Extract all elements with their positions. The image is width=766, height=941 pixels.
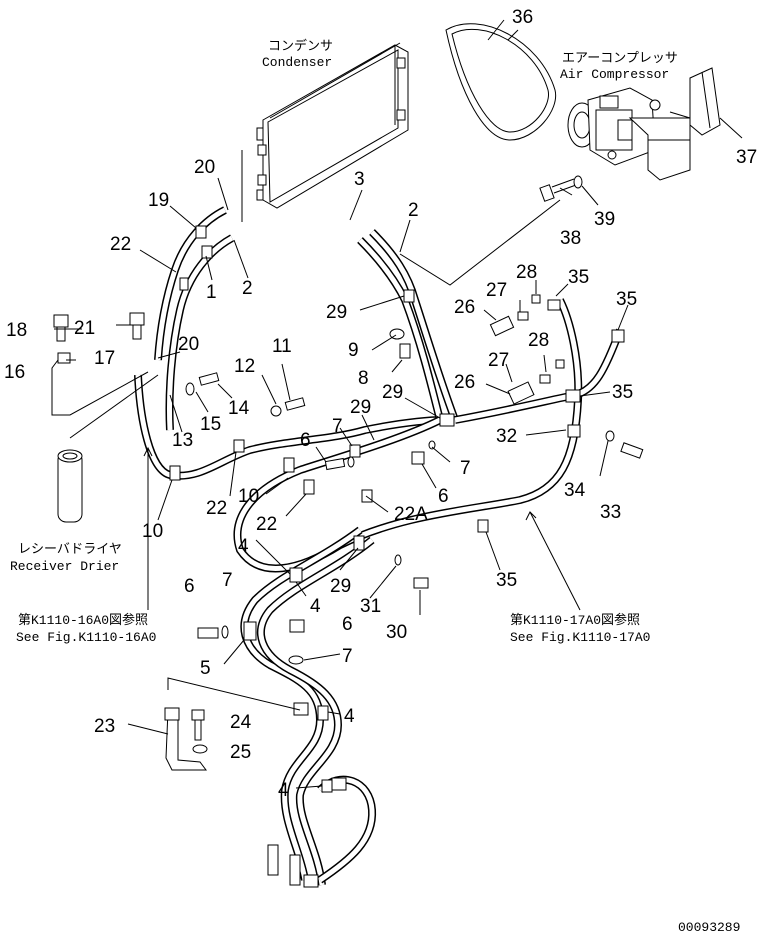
callout-36: 36 xyxy=(512,7,533,28)
callout-22b: 22 xyxy=(206,498,227,519)
callout-32: 32 xyxy=(496,426,517,447)
hose-group xyxy=(134,206,624,888)
callout-39: 39 xyxy=(594,209,615,230)
fitting-16 xyxy=(51,352,71,380)
callout-2: 2 xyxy=(242,278,253,299)
text-labels: コンデンサ Condenser エアーコンプレッサ Air Compressor… xyxy=(10,38,740,935)
condenser xyxy=(256,42,409,209)
callout-28b: 28 xyxy=(528,330,549,351)
callout-1: 1 xyxy=(206,282,217,303)
callout-37: 37 xyxy=(736,147,757,168)
callout-29: 29 xyxy=(326,302,347,323)
callout-23: 23 xyxy=(94,716,115,737)
air-compressor xyxy=(567,67,721,181)
callout-29c: 29 xyxy=(350,397,371,418)
callout-10: 10 xyxy=(238,486,259,507)
callout-22A: 22A xyxy=(394,504,428,525)
callout-27: 27 xyxy=(486,280,507,301)
washer-39 xyxy=(573,175,583,189)
callout-35c: 35 xyxy=(612,382,633,403)
ref-a-label-jp: 第K1110-16A0図参照 xyxy=(18,612,148,628)
callout-29b: 29 xyxy=(382,382,403,403)
compressor-label-jp: エアーコンプレッサ xyxy=(562,51,678,66)
callout-35d: 35 xyxy=(496,570,517,591)
callout-4c: 4 xyxy=(344,706,355,727)
callout-3: 3 xyxy=(354,169,365,190)
receiver-drier xyxy=(57,449,83,523)
callout-13: 13 xyxy=(172,430,193,451)
condenser-label-jp: コンデンサ xyxy=(268,38,333,54)
callout-4d: 4 xyxy=(278,780,289,801)
callout-6c: 6 xyxy=(184,576,195,597)
callout-17: 17 xyxy=(94,348,115,369)
callout-16: 16 xyxy=(4,362,25,383)
callout-34: 34 xyxy=(564,480,586,501)
callout-22c: 22 xyxy=(256,514,277,535)
callout-33: 33 xyxy=(600,502,621,523)
callout-6d: 6 xyxy=(342,614,353,635)
condenser-label-en: Condenser xyxy=(262,55,332,70)
callout-27b: 27 xyxy=(488,350,509,371)
bolt-18 xyxy=(53,314,69,342)
callout-5: 5 xyxy=(200,658,211,679)
callout-21: 21 xyxy=(74,318,95,339)
ref-a-label-en: See Fig.K1110-16A0 xyxy=(16,630,156,645)
callout-6b: 6 xyxy=(438,486,449,507)
leader-lines xyxy=(51,19,743,789)
callout-38: 38 xyxy=(560,228,581,249)
callout-18: 18 xyxy=(6,320,27,341)
callout-2b: 2 xyxy=(408,200,419,221)
clamps xyxy=(169,225,625,793)
callout-24: 24 xyxy=(230,712,252,733)
callout-20: 20 xyxy=(194,157,215,178)
callout-4b: 4 xyxy=(310,596,321,617)
callout-numbers: 36 37 38 39 20 19 22 1 2 3 2 28 35 27 26… xyxy=(4,7,757,801)
callout-35b: 35 xyxy=(616,289,637,310)
callout-6: 6 xyxy=(300,430,311,451)
ref-b-label-jp: 第K1110-17A0図参照 xyxy=(510,612,640,628)
callout-35: 35 xyxy=(568,267,589,288)
callout-31: 31 xyxy=(360,596,381,617)
callout-29d: 29 xyxy=(330,576,351,597)
callout-19: 19 xyxy=(148,190,169,211)
callout-4: 4 xyxy=(238,536,249,557)
drier-label-en: Receiver Drier xyxy=(10,559,119,574)
callout-9: 9 xyxy=(348,340,359,361)
drive-belt xyxy=(445,23,557,141)
callout-26b: 26 xyxy=(454,372,475,393)
callout-8: 8 xyxy=(358,368,369,389)
callout-26: 26 xyxy=(454,297,475,318)
callout-22: 22 xyxy=(110,234,131,255)
callout-30: 30 xyxy=(386,622,407,643)
compressor-label-en: Air Compressor xyxy=(560,67,669,82)
callout-7d: 7 xyxy=(342,646,353,667)
callout-14: 14 xyxy=(228,398,250,419)
hardware xyxy=(129,294,644,771)
callout-12: 12 xyxy=(234,356,255,377)
drawing-number: 00093289 xyxy=(678,920,740,935)
callout-25: 25 xyxy=(230,742,251,763)
callout-15: 15 xyxy=(200,414,221,435)
callout-7: 7 xyxy=(332,416,343,437)
drier-label-jp: レシーバドライヤ xyxy=(18,542,122,557)
callout-7c: 7 xyxy=(222,570,233,591)
ref-b-label-en: See Fig.K1110-17A0 xyxy=(510,630,650,645)
callout-10b: 10 xyxy=(142,521,163,542)
callout-20b: 20 xyxy=(178,334,199,355)
callout-7b: 7 xyxy=(460,458,471,479)
callout-28: 28 xyxy=(516,262,537,283)
callout-11: 11 xyxy=(272,336,292,357)
bolt-38 xyxy=(539,178,577,202)
